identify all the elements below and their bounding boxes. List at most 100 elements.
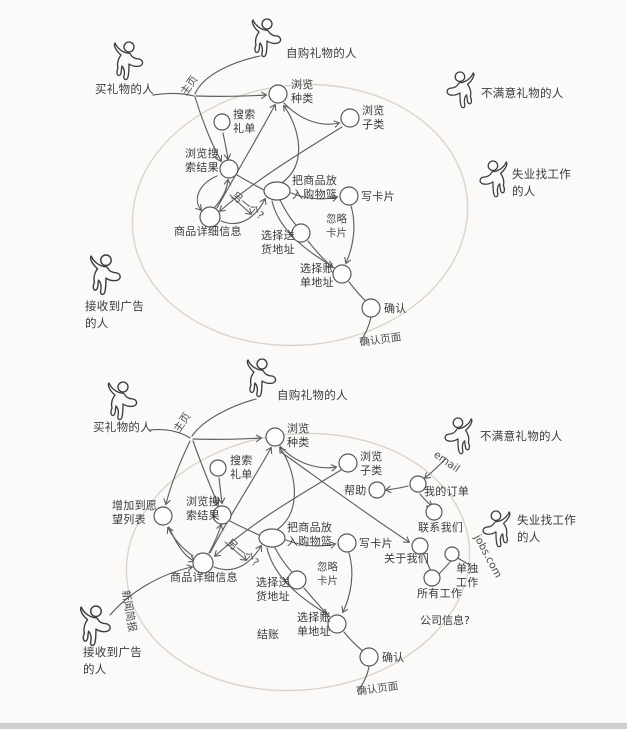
person-self-buyer-figure-icon	[246, 358, 277, 398]
node-my-orders-shape	[409, 475, 427, 493]
person-gift-buyer-body	[107, 382, 138, 421]
node-browse-categories-label-line-1: 浏览	[291, 77, 314, 91]
node-choose-billing-address-shape	[327, 614, 347, 634]
edge-subcategories-to-details	[220, 126, 343, 211]
edge-newsletter-to-details	[109, 567, 192, 616]
node-choose-billing-address-label-line-2: 单地址	[297, 624, 331, 638]
person-self-buyer-body	[251, 19, 282, 58]
person-ad-receiver-figure-icon	[89, 254, 121, 296]
node-about-us-label: 关于我们	[384, 551, 429, 565]
edge-label-homepage: 主页	[172, 411, 194, 435]
node-confirm: 确认	[359, 647, 404, 667]
edge-search-to-results	[222, 132, 228, 159]
node-choose-shipping-address-label-line-2: 货地址	[261, 242, 295, 256]
edge-label-ignore-card-line-1: 忽略	[317, 560, 338, 573]
node-browse-subcategories-shape	[338, 453, 358, 473]
node-all-jobs-label: 所有工作	[417, 586, 462, 600]
node-confirm-label: 确认	[384, 302, 407, 315]
node-confirm-shape	[359, 647, 379, 667]
node-add-to-wishlist-label-line-1: 增加到愿	[112, 498, 157, 512]
node-product-details-shape	[199, 206, 221, 228]
edge-billing-to-confirm	[348, 281, 368, 303]
person-job-seeker-label-line-1: 失业找工作	[517, 513, 576, 527]
node-confirm: 确认	[361, 298, 407, 318]
person-ad-receiver-label-line-2: 的人	[85, 316, 109, 330]
person-gift-buyer: 买礼物的人	[93, 381, 152, 434]
node-search-gift-list-shape	[209, 459, 227, 477]
edge-selfbuyer-to-homepage	[194, 55, 261, 95]
node-search-gift-list-label-line-1: 搜索	[233, 107, 256, 121]
node-product-details-label: 商品详细信息	[170, 570, 238, 584]
person-self-buyer: 自购礼物的人	[251, 18, 357, 60]
edge-details-to-browse-categories	[216, 105, 275, 209]
node-write-card-shape	[337, 533, 357, 553]
sketch-bottom-nodes: 浏览种类浏览子类搜索礼单浏览搜索结果增加到愿望列表商品详细信息把商品放入购物篮写…	[112, 421, 479, 667]
edge-basket-to-write-card	[290, 192, 337, 199]
node-choose-billing-address-label-line-1: 选择账	[300, 261, 334, 275]
person-ad-receiver-body	[79, 606, 111, 647]
person-self-buyer-label: 自购礼物的人	[277, 388, 348, 402]
node-contact-us: 联系我们	[418, 503, 463, 534]
edge-homepage-to-browse-categories	[192, 438, 261, 439]
edge-another-one-arrow	[224, 541, 246, 560]
node-choose-shipping-address-shape	[287, 570, 307, 590]
node-write-card: 写卡片	[339, 186, 395, 206]
node-search-gift-list-label-line-2: 礼单	[230, 467, 253, 481]
node-browse-search-results-label-line-1: 浏览搜	[186, 494, 220, 508]
node-product-details-shape	[192, 552, 214, 574]
node-browse-categories-label-line-2: 种类	[291, 91, 314, 105]
edge-email-to-orders	[425, 457, 447, 478]
edge-selfbuyer-to-homepage	[191, 398, 257, 437]
node-single-job-label-line-2: 工作	[456, 576, 479, 589]
node-search-gift-list-label-line-1: 搜索	[230, 453, 253, 467]
node-browse-categories-shape	[265, 427, 285, 447]
node-browse-subcategories-label-line-2: 子类	[362, 117, 385, 131]
person-dissatisfied-figure-icon	[444, 417, 473, 455]
node-choose-shipping-address-label-line-1: 选择送	[256, 575, 290, 589]
edge-basket-to-categories	[282, 106, 300, 183]
edge-another-one-arrow	[229, 194, 251, 214]
edge-label-confirmation-page: 确认页面	[359, 330, 402, 349]
person-gift-buyer: 买礼物的人	[95, 41, 154, 96]
node-choose-shipping-address-shape	[291, 223, 311, 243]
edge-label-email: email	[431, 449, 462, 475]
node-browse-search-results-label-line-2: 索结果	[185, 160, 219, 174]
person-dissatisfied-body	[444, 418, 473, 455]
person-gift-buyer-label: 买礼物的人	[93, 420, 152, 434]
person-gift-buyer-label: 买礼物的人	[95, 82, 154, 96]
edge-basket-to-write-card	[285, 539, 335, 546]
node-contact-us-shape	[425, 503, 443, 521]
node-browse-subcategories-label-line-2: 子类	[360, 463, 383, 477]
edge-details-to-basket	[213, 546, 261, 571]
edge-details-back-to-results	[214, 180, 228, 208]
person-ad-receiver-head	[99, 254, 112, 267]
person-ad-receiver-figure-icon	[79, 605, 111, 647]
person-dissatisfied-figure-icon	[446, 71, 475, 109]
node-about-us-shape	[411, 537, 429, 555]
person-job-seeker-head	[487, 160, 499, 172]
node-help: 帮助	[344, 481, 386, 499]
node-browse-categories-shape	[268, 84, 288, 104]
edge-sweep-to-about	[280, 451, 409, 542]
node-confirm-shape	[361, 298, 381, 318]
person-job-seeker-label-line-2: 的人	[512, 184, 536, 198]
node-add-to-basket-shape	[258, 528, 286, 548]
person-ad-receiver-head	[89, 605, 102, 618]
edge-confirm-to-page	[358, 666, 370, 690]
node-product-details-label: 商品详细信息	[174, 224, 242, 238]
